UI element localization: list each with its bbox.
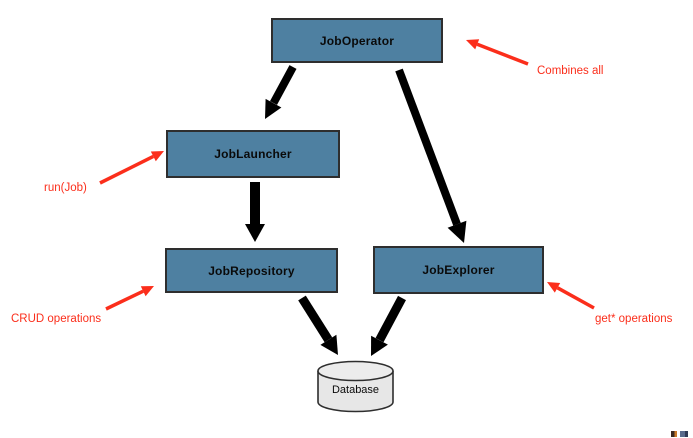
node-job-repository: JobRepository [165, 248, 338, 293]
edge-jobrepository-database [298, 295, 338, 355]
cropped-watermark-fragment [671, 431, 677, 437]
edge-joboperator-joblauncher [265, 65, 297, 119]
node-job-explorer: JobExplorer [373, 246, 544, 294]
node-job-operator: JobOperator [271, 18, 443, 63]
annotation-arrow-crud-operations [105, 286, 154, 311]
annotation-arrow-get-operations [547, 282, 595, 310]
cropped-watermark-fragment [680, 431, 688, 437]
database-label: Database [331, 384, 380, 396]
edge-jobexplorer-database [371, 295, 406, 356]
edge-joboperator-jobexplorer [395, 68, 467, 243]
node-job-repository-label: JobRepository [208, 263, 295, 278]
annotation-arrow-combines-all [466, 39, 529, 66]
node-job-launcher-label: JobLauncher [214, 147, 292, 161]
annotation-crud-operations: CRUD operations [11, 313, 102, 325]
annotation-combines-all: Combines all [537, 65, 604, 77]
node-job-explorer-label: JobExplorer [422, 263, 495, 277]
annotation-run-job: run(Job) [44, 182, 87, 194]
annotation-arrow-run-job [99, 151, 164, 185]
node-job-launcher: JobLauncher [166, 130, 340, 178]
node-job-operator-label: JobOperator [319, 33, 395, 48]
annotation-get-operations: get* operations [595, 313, 673, 325]
edge-joblauncher-jobrepository [245, 182, 265, 242]
